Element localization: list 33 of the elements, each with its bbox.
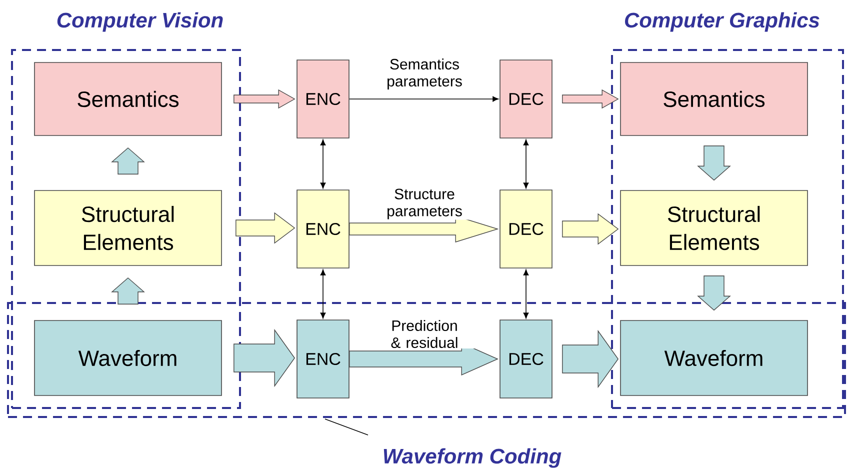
region-heading: Computer Vision (57, 12, 223, 32)
block-arrow (562, 330, 619, 388)
process-box: Waveform (620, 320, 808, 396)
process-box: Waveform (34, 320, 222, 396)
process-box: Semantics (620, 62, 808, 136)
arrow (523, 139, 529, 189)
arrow (349, 96, 499, 102)
encoder-box: DEC (500, 320, 552, 398)
encoder-box: DEC (500, 60, 552, 138)
encoder-box: ENC (296, 190, 350, 268)
arrow (523, 269, 529, 319)
edge-label: Semantics parameters (388, 58, 462, 90)
block-arrow (697, 146, 731, 181)
region-heading: Waveform Coding (384, 448, 562, 468)
encoder-box: ENC (296, 60, 350, 138)
block-arrow (697, 276, 731, 311)
block-arrow (234, 89, 296, 109)
edge-label: Structure parameters (388, 188, 462, 220)
block-arrow (236, 212, 296, 244)
edge-label: Prediction & residual (391, 320, 458, 348)
process-box: Structural Elements (620, 190, 808, 266)
block-arrow (234, 328, 296, 388)
block-arrow (562, 213, 619, 245)
block-arrow (111, 277, 145, 304)
block-arrow (111, 147, 145, 174)
arrow (320, 139, 326, 189)
process-box: Semantics (34, 62, 222, 136)
process-box: Structural Elements (34, 190, 222, 266)
block-arrow (562, 89, 619, 109)
encoder-box: DEC (500, 190, 552, 268)
encoder-box: ENC (296, 320, 350, 398)
region-heading: Computer Graphics (625, 12, 820, 32)
arrow (320, 269, 326, 319)
